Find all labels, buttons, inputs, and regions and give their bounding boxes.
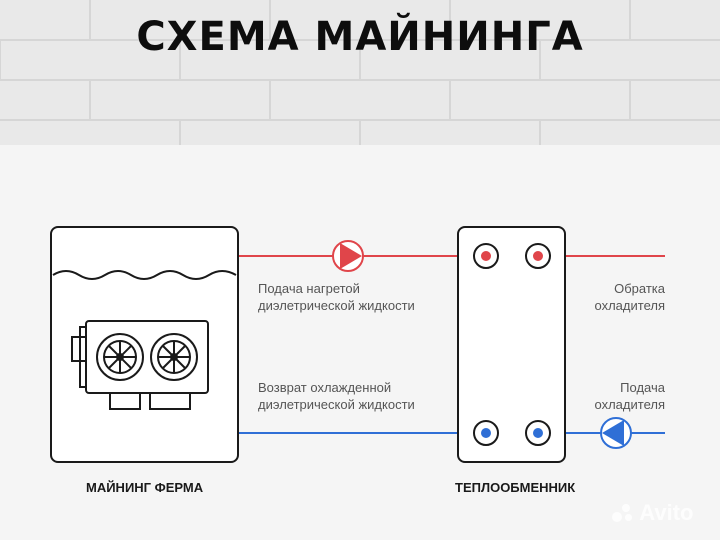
cooler-supply-label-line1: Подача [620, 380, 665, 395]
page-title: СХЕМА МАЙНИНГА [136, 14, 584, 60]
mining-farm-caption: МАЙНИНГ ФЕРМА [86, 480, 204, 495]
gpu-card-icon [71, 320, 209, 410]
heat-exchanger [457, 226, 566, 463]
fan-icon [96, 333, 144, 381]
avito-watermark-text: Avito [639, 500, 694, 525]
hot-supply-label-line1: Подача нагретой [258, 281, 360, 296]
avito-watermark: Avito [612, 500, 693, 526]
heat-exchanger-caption: ТЕПЛООБМЕННИК [455, 480, 576, 495]
cooler-return-label-line1: Обратка [614, 281, 665, 296]
brick-wall-background [0, 0, 720, 145]
pump-arrow-right-icon [332, 240, 364, 272]
hot-supply-label: Подача нагретой диэлетрической жидкости [258, 280, 415, 314]
fan-icon [150, 333, 198, 381]
pump-arrow-left-icon [600, 417, 632, 449]
cooler-supply-label: Подача охладителя [560, 379, 665, 413]
avito-logo-icon [612, 504, 634, 522]
mining-diagram [50, 226, 665, 463]
cold-return-label-line2: диэлетрической жидкости [258, 397, 415, 412]
cooler-supply-label-line2: охладителя [594, 397, 665, 412]
cold-return-label-line1: Возврат охлажденной [258, 380, 392, 395]
cold-return-label: Возврат охлажденной диэлетрической жидко… [258, 379, 415, 413]
cooler-return-label: Обратка охладителя [560, 280, 665, 314]
hot-supply-label-line2: диэлетрической жидкости [258, 298, 415, 313]
cooler-return-label-line2: охладителя [594, 298, 665, 313]
